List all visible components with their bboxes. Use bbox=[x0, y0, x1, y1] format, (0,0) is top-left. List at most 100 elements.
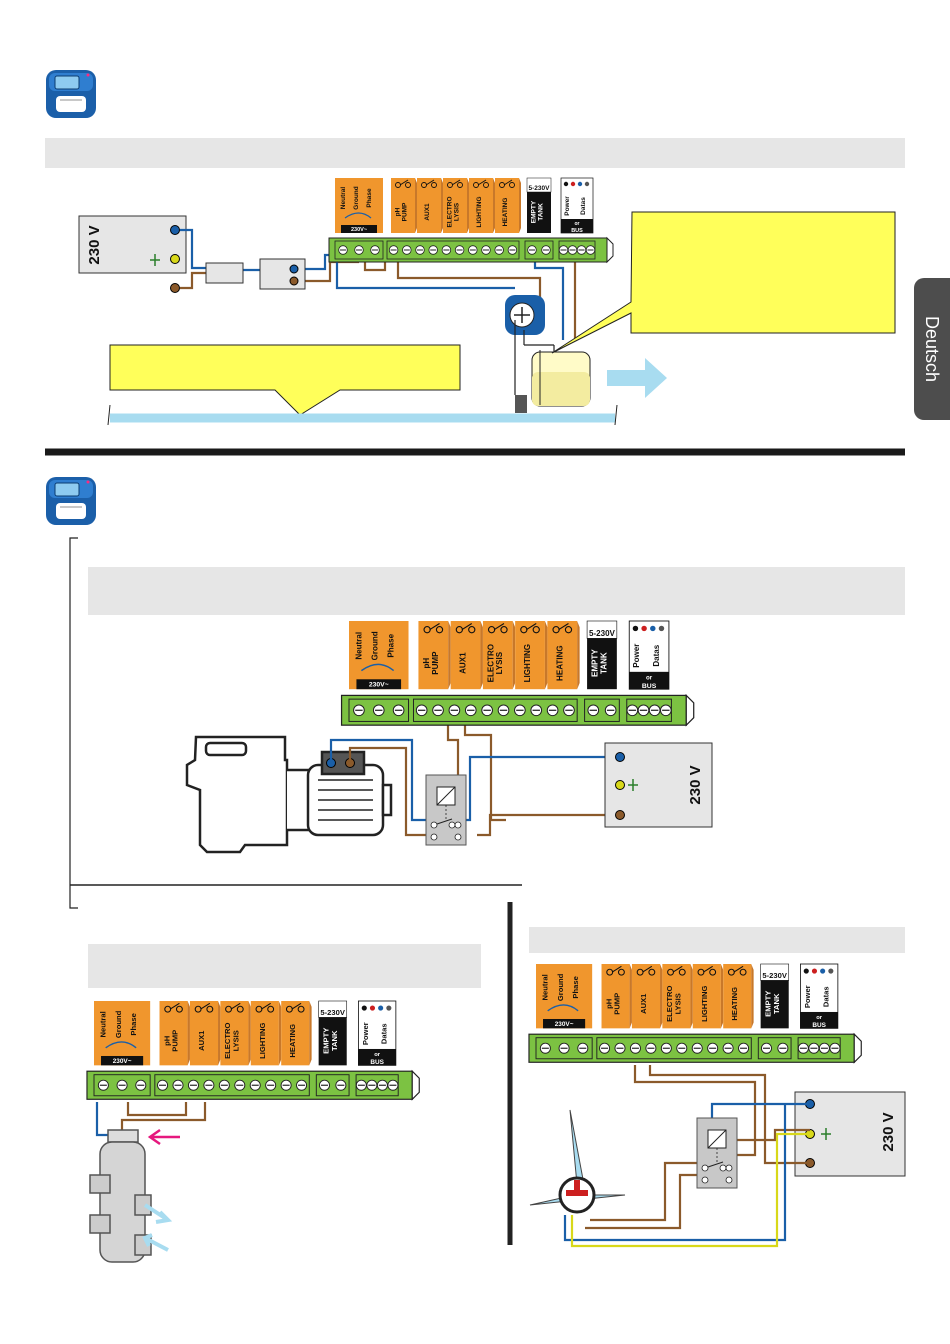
terminal-screw bbox=[335, 1079, 347, 1091]
terminal-screw bbox=[676, 1042, 688, 1054]
power-label-text: Ground bbox=[556, 973, 565, 1001]
terminal-screw bbox=[392, 704, 405, 717]
tank-range: 5-230V bbox=[762, 971, 787, 980]
supply-voltage-label-2: 230 V bbox=[687, 765, 704, 804]
terminal-screw bbox=[249, 1079, 261, 1091]
terminal-screw bbox=[530, 704, 543, 717]
power-label-text: Phase bbox=[387, 633, 396, 657]
bus-label-text: Power bbox=[564, 196, 571, 216]
terminal-screw bbox=[513, 704, 526, 717]
power-label bbox=[335, 178, 383, 233]
power-label-text: Neutral bbox=[99, 1011, 108, 1037]
relay-label bbox=[547, 621, 578, 690]
terminal-screw bbox=[388, 245, 399, 255]
power-label-text: Neutral bbox=[340, 187, 347, 210]
terminal-screw bbox=[97, 1079, 109, 1091]
relay-label-text: LIGHTING bbox=[523, 644, 532, 682]
terminal-screw bbox=[829, 1042, 841, 1054]
terminal-screw bbox=[218, 1079, 230, 1091]
relay-label-text: AUX1 bbox=[459, 652, 468, 674]
terminal-screw bbox=[576, 245, 587, 255]
relay-label-text: pHPUMP bbox=[604, 993, 621, 1015]
power-caption: 230V~ bbox=[113, 1058, 132, 1065]
relay-label bbox=[443, 178, 467, 233]
relay-label bbox=[662, 964, 691, 1029]
terminal-screw bbox=[648, 704, 661, 717]
chemical-tank bbox=[531, 350, 591, 407]
terminal-screw bbox=[234, 1079, 246, 1091]
relay-label bbox=[601, 964, 630, 1029]
terminal-screw bbox=[527, 245, 537, 255]
terminal-screw bbox=[468, 245, 478, 255]
terminal-screw bbox=[187, 1079, 200, 1091]
relay-label bbox=[723, 964, 752, 1029]
subsection-header-bar bbox=[88, 567, 905, 615]
relay-label-text: AUX1 bbox=[424, 203, 431, 221]
language-tab[interactable]: Deutsch bbox=[914, 278, 950, 420]
relay-label-text: HEATING bbox=[555, 645, 564, 681]
power-label-text: Ground bbox=[371, 631, 380, 660]
terminal-screw bbox=[265, 1079, 277, 1091]
relay-label-text: ELECTROLYSIS bbox=[223, 1023, 240, 1059]
supply-voltage-label: 230 V bbox=[86, 225, 103, 264]
empty-tank-text: EMPTYTANK bbox=[321, 1028, 338, 1054]
terminal-screw bbox=[637, 704, 650, 717]
terminal-screw bbox=[370, 245, 380, 255]
bracket-line bbox=[69, 537, 78, 909]
power-label bbox=[349, 621, 409, 690]
subsection-header-bar-3 bbox=[88, 944, 481, 988]
terminal-screw bbox=[645, 1042, 657, 1054]
terminal-screw bbox=[318, 1079, 331, 1091]
tank-range: 5-230V bbox=[320, 1008, 345, 1017]
relay-label bbox=[281, 1001, 310, 1066]
relay-label-text: pHPUMP bbox=[422, 651, 440, 675]
terminal-screw bbox=[808, 1042, 820, 1054]
power-supply-box bbox=[78, 215, 187, 274]
relay-label bbox=[391, 178, 415, 233]
terminal-screw bbox=[604, 704, 617, 717]
relay-label bbox=[159, 1001, 188, 1066]
relay-label-text: HEATING bbox=[730, 987, 739, 1021]
terminal-screw bbox=[172, 1079, 184, 1091]
terminal-screw bbox=[577, 1042, 589, 1054]
terminal-screw bbox=[376, 1079, 389, 1091]
callout-bubble-right bbox=[551, 211, 896, 354]
bus-or: or bbox=[374, 1052, 381, 1058]
relay-label bbox=[631, 964, 661, 1029]
power-caption: 230V~ bbox=[369, 682, 389, 689]
sensor-arrow bbox=[147, 1128, 180, 1146]
terminal-screw bbox=[497, 704, 510, 717]
terminal-screw bbox=[354, 245, 364, 255]
relay-label bbox=[220, 1001, 249, 1066]
relay-label bbox=[450, 621, 481, 690]
supply-voltage-label-3: 230 V bbox=[880, 1112, 897, 1151]
terminal-screw bbox=[546, 704, 559, 717]
terminal-screw bbox=[338, 245, 348, 255]
differential-switch bbox=[259, 258, 306, 290]
empty-tank-text: EMPTYTANK bbox=[591, 649, 609, 677]
terminal-screw bbox=[587, 704, 600, 717]
terminal-screw bbox=[280, 1079, 292, 1091]
terminal-screw bbox=[454, 245, 465, 255]
tank-range: 5-230V bbox=[589, 629, 616, 638]
terminal-screw bbox=[629, 1042, 642, 1054]
terminal-screw bbox=[428, 245, 438, 255]
ground-terminal bbox=[170, 254, 180, 264]
relay-label bbox=[515, 621, 545, 690]
relay-label bbox=[482, 621, 513, 690]
filter-pump bbox=[185, 735, 393, 854]
power-caption: 230V~ bbox=[555, 1021, 574, 1028]
terminal-screw bbox=[494, 245, 504, 255]
terminal-screw bbox=[203, 1079, 215, 1091]
terminal-screw bbox=[737, 1042, 750, 1054]
terminal-screw bbox=[659, 704, 672, 717]
terminal-screw bbox=[777, 1042, 789, 1054]
terminal-screw bbox=[797, 1042, 809, 1054]
terminal-screw bbox=[481, 704, 494, 717]
power-label bbox=[536, 964, 593, 1029]
power-label bbox=[94, 1001, 151, 1066]
